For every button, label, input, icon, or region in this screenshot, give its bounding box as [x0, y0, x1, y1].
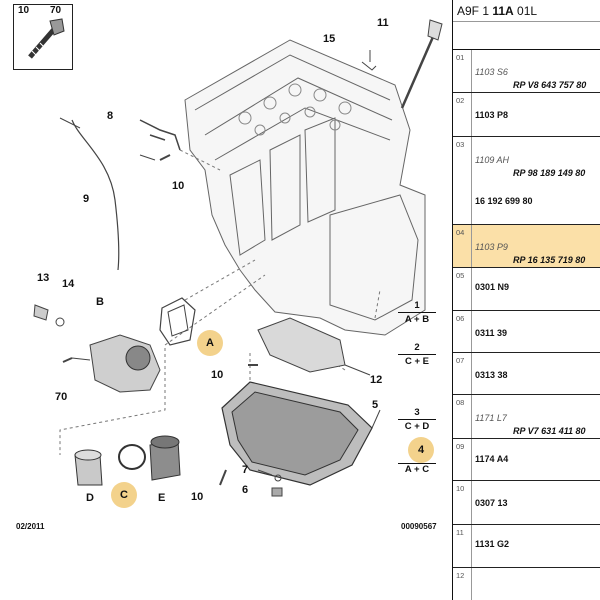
row-replacement-ref: RP V7 631 411 80	[513, 426, 586, 436]
row-index: 03	[453, 137, 472, 224]
part-row-01[interactable]: 01 1103 S6 RP V8 643 757 80	[453, 50, 600, 93]
row-part-number: 1174 A4	[475, 454, 509, 464]
row-index: 07	[453, 353, 472, 394]
legend-3-den: C + D	[404, 421, 430, 432]
parts-list-panel: A9F 1 11A 01L 01 1103 S6 RP V8 643 757 8…	[452, 0, 600, 600]
key-box-left-value: 10	[18, 5, 30, 16]
row-index: 04	[453, 225, 472, 267]
callout-10-top: 10	[172, 180, 185, 192]
part-row-02[interactable]: 02 1103 P8	[453, 93, 600, 137]
dipstick-tube-9-shape	[71, 119, 120, 271]
callout-6: 6	[242, 484, 249, 496]
oil-filter-housing-shape	[89, 334, 161, 393]
parts-list-header: A9F 1 11A 01L	[453, 0, 600, 22]
callout-12: 12	[370, 374, 383, 386]
row-replacement-ref: RP V8 643 757 80	[513, 80, 587, 90]
row-index: 02	[453, 93, 472, 136]
row-index: 10	[453, 481, 472, 524]
callout-11: 11	[377, 17, 389, 29]
bolt-icon	[28, 18, 65, 59]
legend-4-num: 4	[398, 463, 436, 464]
callout-B: B	[96, 296, 104, 308]
row-sub-ref: 1103 S6	[475, 67, 508, 77]
legend-2-num: 2	[398, 342, 436, 355]
part-row-09[interactable]: 09 1174 A4	[453, 439, 600, 481]
callout-D: D	[86, 492, 94, 504]
callout-5: 5	[372, 399, 379, 411]
part-row-06[interactable]: 06 0311 39	[453, 311, 600, 353]
seal-C-shape	[118, 444, 146, 470]
row-index: 06	[453, 311, 472, 352]
callout-15: 15	[323, 33, 336, 45]
row-sub-ref: 1109 AH	[475, 155, 510, 165]
legend-1-num: 1	[398, 300, 436, 313]
engine-block-shape	[184, 39, 426, 336]
part-row-04-selected[interactable]: 04 1103 P9 RP 16 135 719 80	[453, 225, 600, 268]
row-part-number: 0301 N9	[475, 282, 510, 292]
callout-10-low: 10	[191, 491, 204, 503]
part-row-08[interactable]: 08 1171 L7 RP V7 631 411 80	[453, 395, 600, 439]
part-row-10[interactable]: 10 0307 13	[453, 481, 600, 525]
legend-2: 2 C + E	[398, 342, 436, 367]
callout-E: E	[158, 492, 166, 504]
row-sub-ref: 1103 P9	[475, 242, 508, 252]
badge-4: 4	[408, 437, 434, 463]
callout-14: 14	[62, 278, 75, 290]
row-index: 11	[453, 525, 472, 567]
header-bold-code: 11A	[492, 4, 514, 18]
row-replacement-ref: RP 16 135 719 80	[513, 255, 586, 265]
row-part-number: 1103 P8	[475, 110, 509, 120]
row-part-number: 0313 38	[475, 370, 508, 380]
row-index: 09	[453, 439, 472, 480]
gasket-A-shape	[159, 297, 196, 346]
diagram-drawing	[33, 19, 443, 497]
callout-8: 8	[107, 110, 114, 122]
row-index: 12	[453, 568, 472, 600]
header-prefix: A9F 1	[457, 4, 493, 18]
part-row-03[interactable]: 03 1109 AH RP 98 189 149 80 16 192 699 8…	[453, 137, 600, 225]
part-row-11[interactable]: 11 1131 G2	[453, 525, 600, 568]
parts-list-spacer	[453, 22, 600, 50]
part-row-07[interactable]: 07 0313 38	[453, 353, 600, 395]
callout-70: 70	[55, 391, 68, 403]
badge-A: A	[197, 330, 223, 356]
key-box-right-value: 70	[50, 5, 62, 16]
row-index: 01	[453, 50, 472, 92]
row-part-number: 16 192 699 80	[475, 196, 533, 206]
callout-7: 7	[242, 464, 249, 476]
row-part-number: 0311 39	[475, 328, 508, 338]
legend-3: 3 C + D	[398, 407, 436, 432]
legend-3-num: 3	[398, 407, 436, 420]
fastener-key-box: 10 70	[13, 4, 73, 70]
row-sub-ref: 1171 L7	[475, 413, 507, 423]
header-suffix: 01L	[513, 4, 538, 18]
row-replacement-ref: RP 98 189 149 80	[513, 168, 586, 178]
part-row-05[interactable]: 05 0301 N9	[453, 268, 600, 311]
legend-1-den: A + B	[404, 314, 430, 325]
badge-C: C	[111, 482, 137, 508]
callout-10-mid: 10	[211, 369, 224, 381]
legend-1: 1 A + B	[398, 300, 436, 325]
part-row-12[interactable]: 12	[453, 568, 600, 600]
legend-4-den: A + C	[404, 464, 430, 475]
diagram-date: 02/2011	[16, 522, 45, 531]
callout-13: 13	[37, 272, 50, 284]
row-part-number: 0307 13	[475, 498, 508, 508]
row-index: 05	[453, 268, 472, 310]
diagram-reference: 00090567	[401, 522, 437, 531]
baffle-12-shape	[257, 317, 346, 373]
legend-4: 4 A + C	[398, 463, 436, 475]
callout-9: 9	[83, 193, 90, 205]
dipstick-11-shape	[400, 29, 438, 109]
row-index: 08	[453, 395, 472, 438]
exploded-diagram: 10 70 11 15 8 10 9 13 14 B 70 10 12 5 7 …	[13, 4, 443, 531]
row-part-number: 1131 G2	[475, 539, 510, 549]
legend-2-den: C + E	[404, 356, 430, 367]
